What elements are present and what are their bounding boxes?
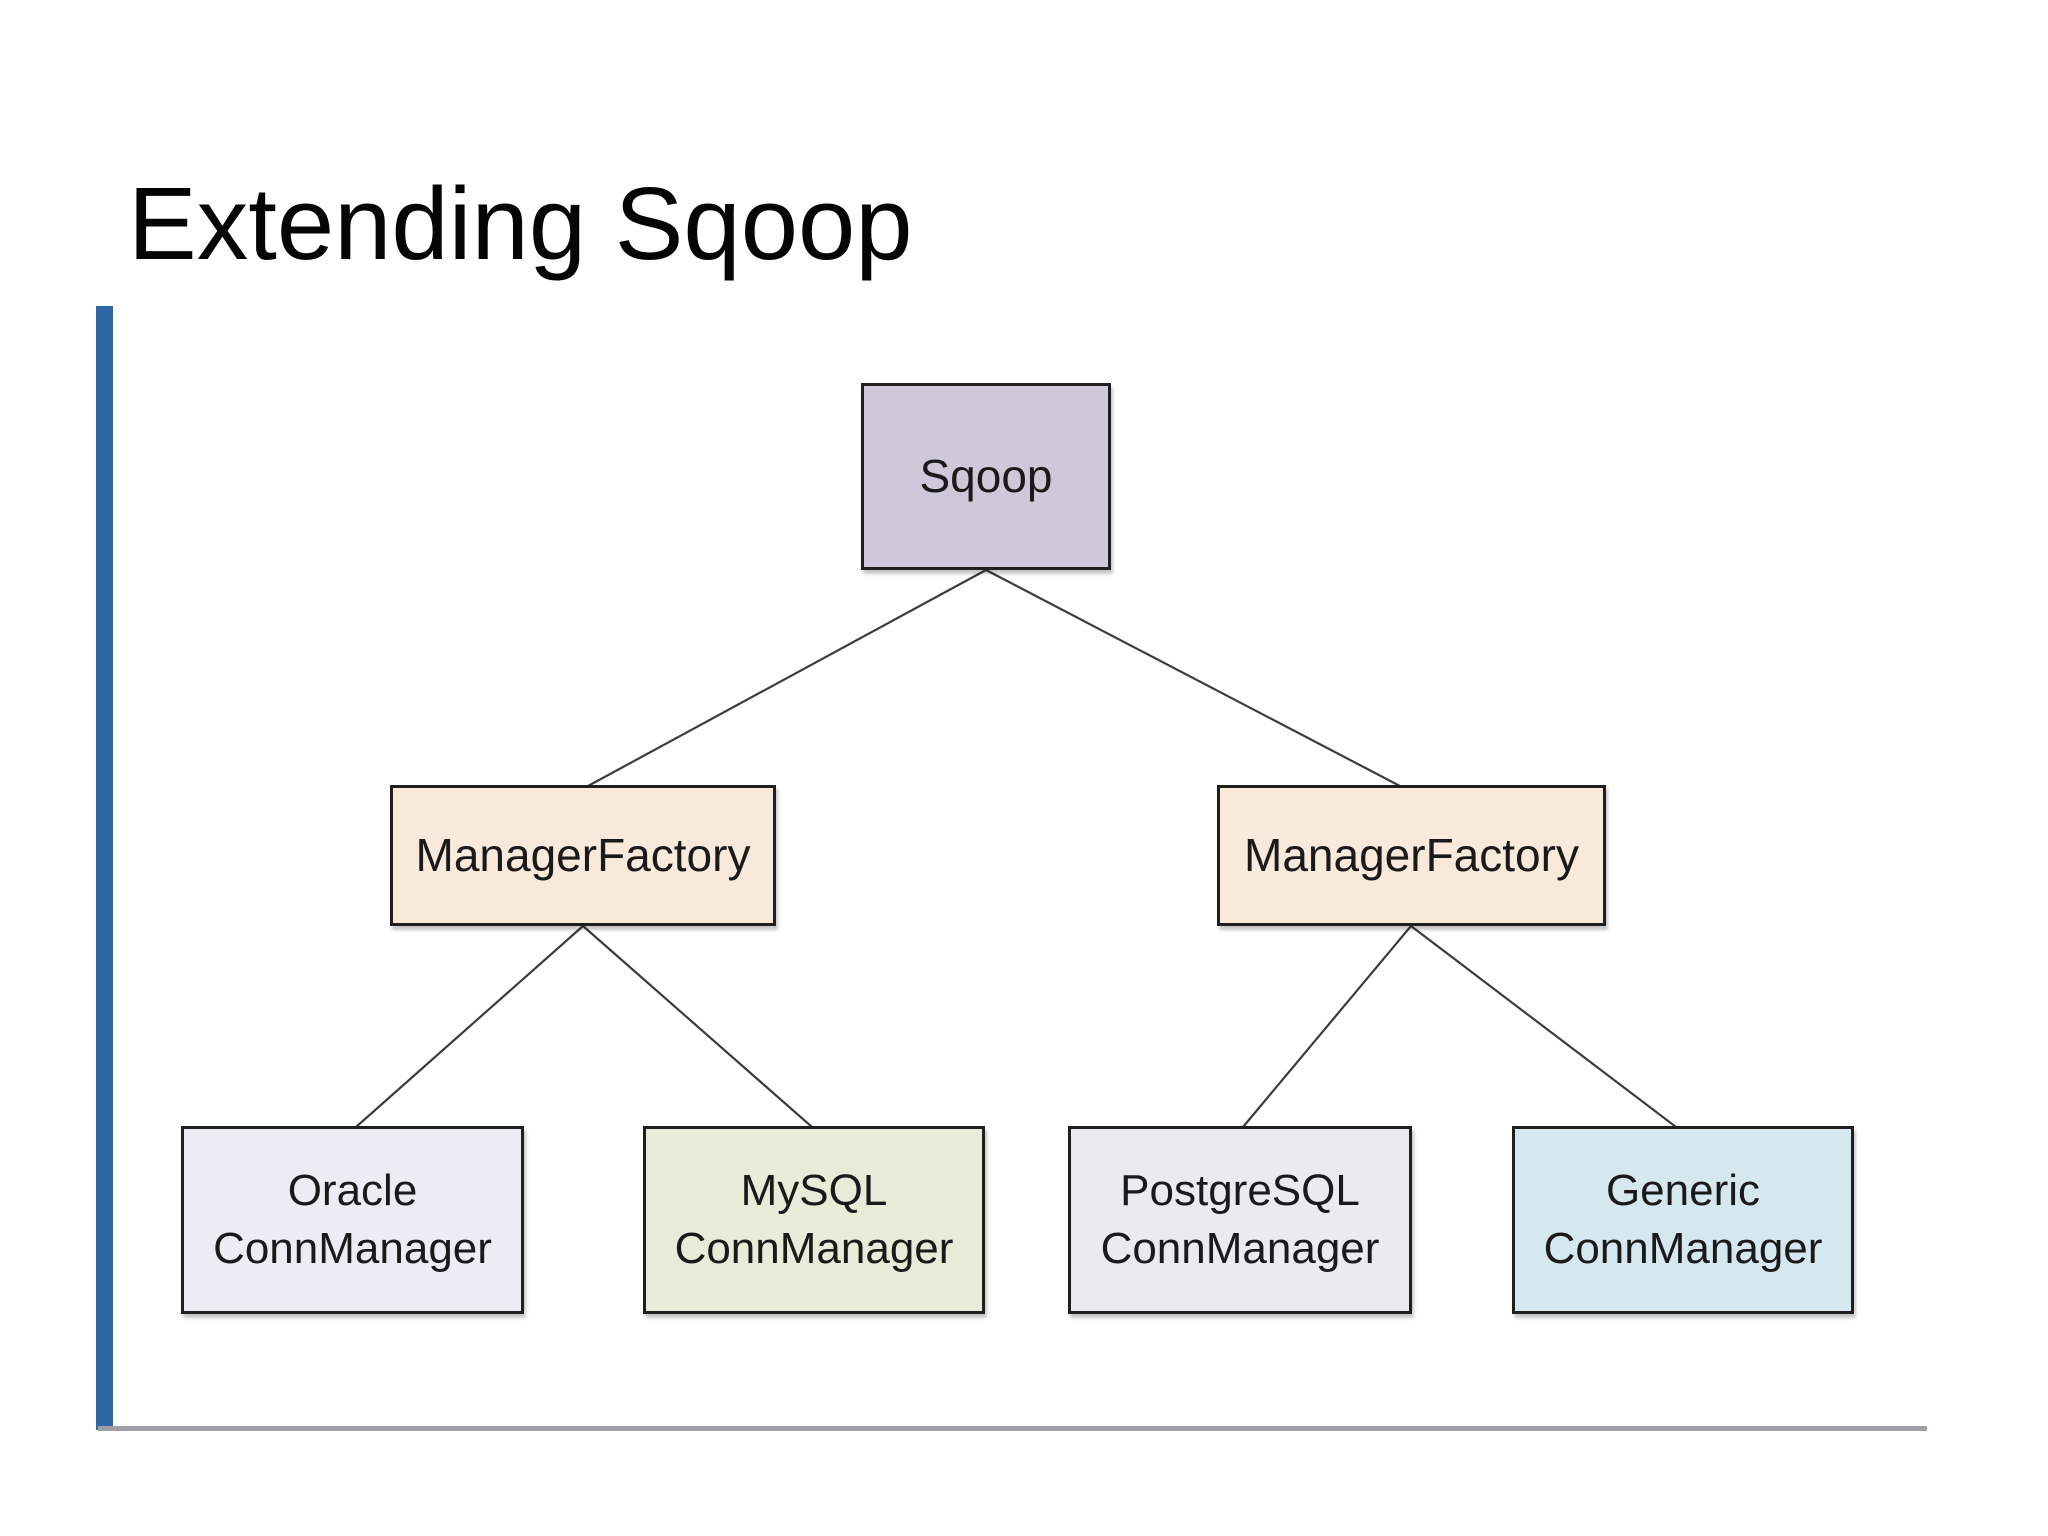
diagram-node-mysql-connmanager: MySQL ConnManager <box>643 1126 985 1314</box>
page-title: Extending Sqoop <box>128 166 913 281</box>
connector-line-left-factory-to-oracle <box>355 925 584 1128</box>
diagram-node-postgresql-connmanager-label-line1: PostgreSQL <box>1120 1165 1360 1215</box>
diagram-node-oracle-connmanager-label-line2: ConnManager <box>213 1224 492 1273</box>
diagram-node-generic-connmanager-label-line2: ConnManager <box>1543 1224 1823 1273</box>
connector-line-left-factory-to-mysql <box>582 925 813 1128</box>
diagram-node-postgresql-connmanager: PostgreSQL ConnManager <box>1068 1126 1412 1314</box>
diagram-node-oracle-connmanager: Oracle ConnManager <box>181 1126 524 1314</box>
diagram-node-generic-connmanager: Generic ConnManager <box>1512 1126 1854 1314</box>
diagram-node-postgresql-connmanager-label-line2: ConnManager <box>1100 1224 1380 1273</box>
diagram-node-sqoop: Sqoop <box>861 383 1111 570</box>
connector-line-sqoop-to-right-factory <box>985 569 1401 787</box>
diagram-node-manager-factory-left-label: ManagerFactory <box>415 829 751 882</box>
diagram-node-sqoop-label: Sqoop <box>919 450 1053 503</box>
accent-bar <box>96 306 113 1430</box>
diagram-node-oracle-connmanager-label-line1: Oracle <box>287 1165 418 1215</box>
diagram-node-mysql-connmanager-label-line1: MySQL <box>740 1165 888 1215</box>
connector-line-right-factory-to-generic <box>1410 925 1677 1128</box>
diagram-node-manager-factory-right: ManagerFactory <box>1217 785 1606 926</box>
connector-line-sqoop-to-left-factory <box>587 569 987 787</box>
footer-divider <box>98 1426 1927 1431</box>
diagram-node-manager-factory-left: ManagerFactory <box>390 785 776 926</box>
diagram-node-mysql-connmanager-label-line2: ConnManager <box>674 1224 954 1273</box>
diagram-node-manager-factory-right-label: ManagerFactory <box>1244 829 1579 882</box>
connector-line-right-factory-to-postgresql <box>1242 925 1412 1128</box>
diagram-node-generic-connmanager-label-line1: Generic <box>1605 1165 1761 1215</box>
